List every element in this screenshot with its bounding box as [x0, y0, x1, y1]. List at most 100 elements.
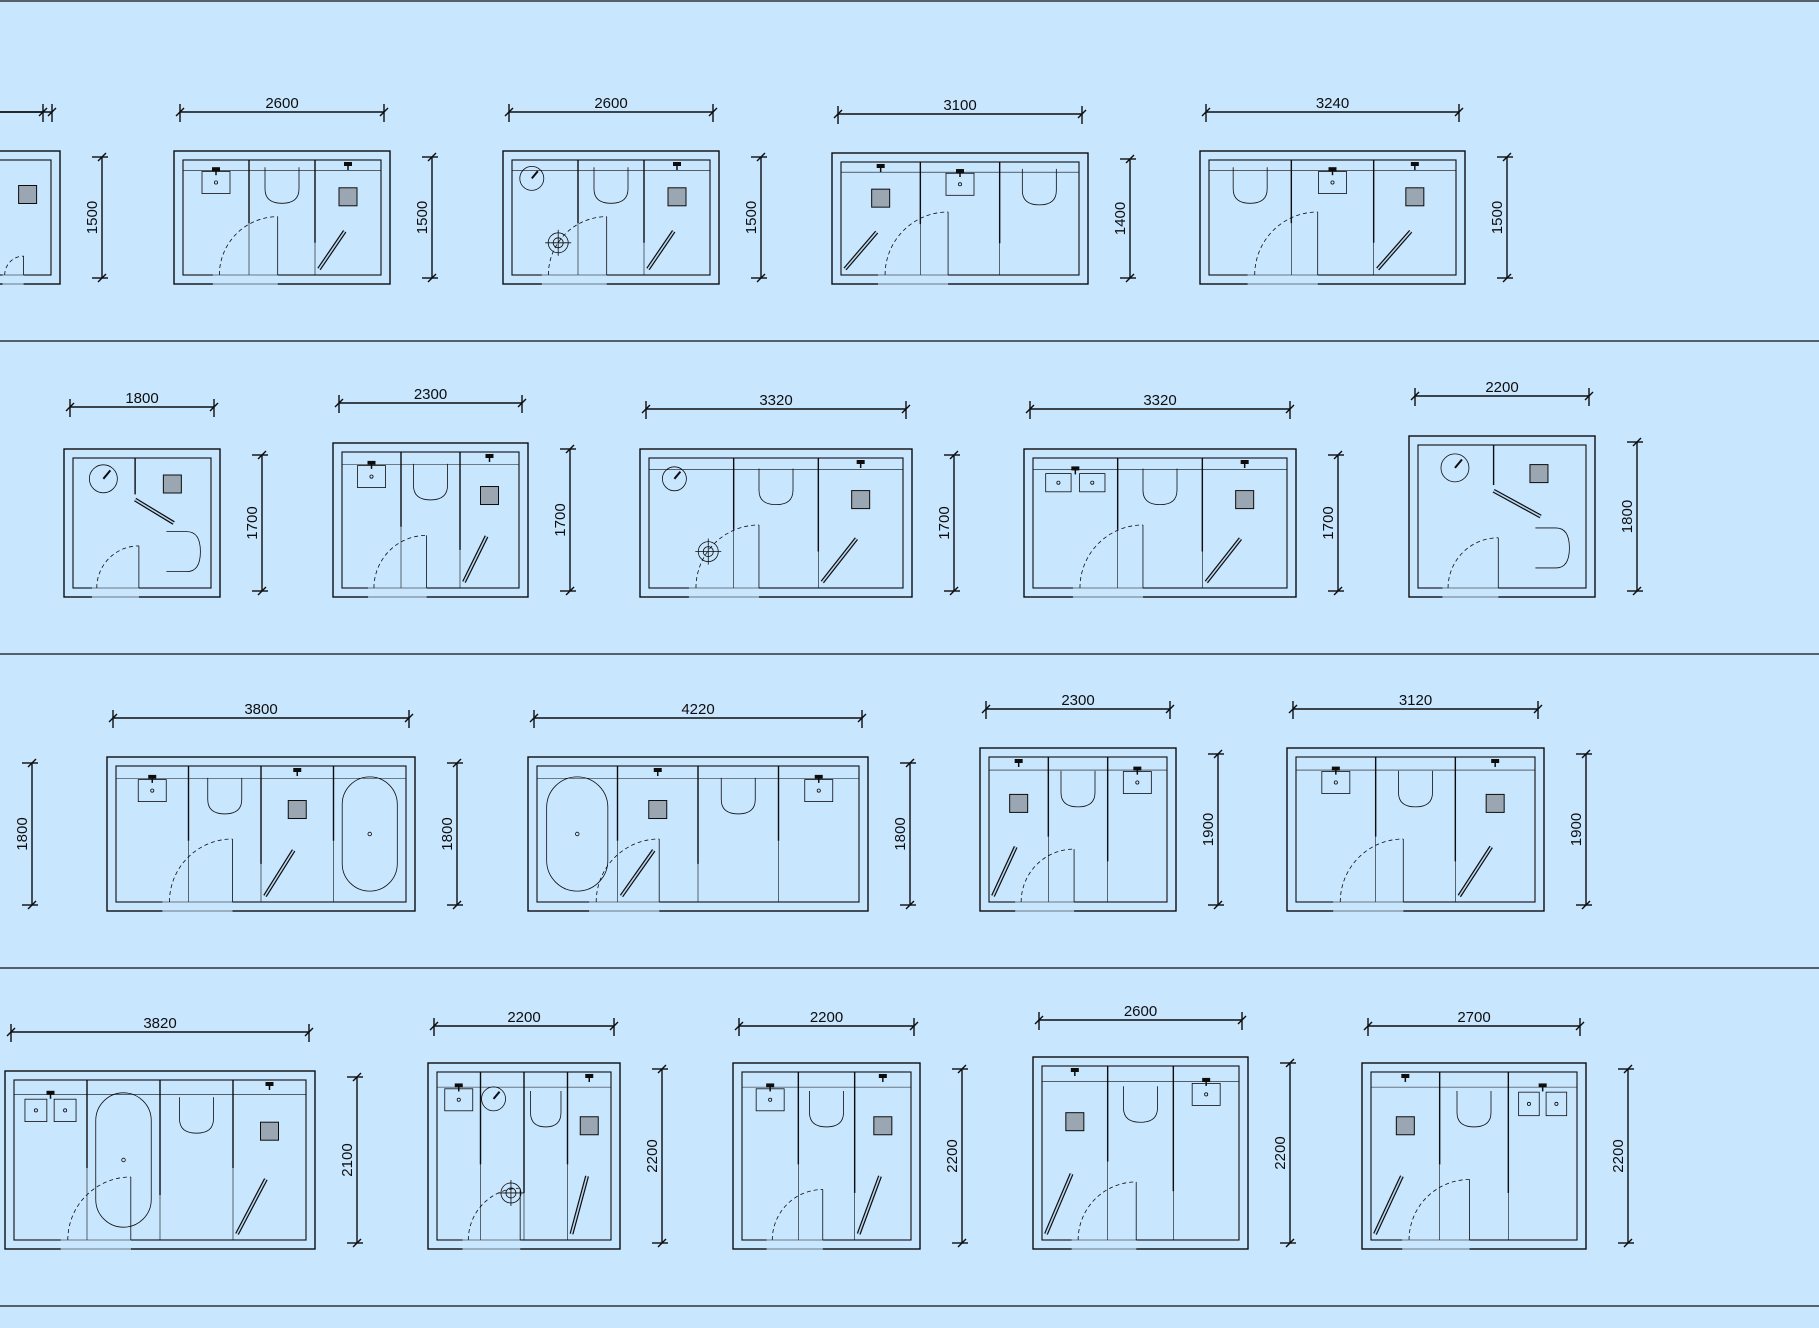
bathtub-icon: [546, 776, 609, 892]
height-dimension-label: 2100: [339, 1143, 356, 1176]
dimension-slash: [1165, 704, 1175, 714]
glass-door-inner: [1045, 1173, 1073, 1235]
toilet-icon: [1021, 168, 1057, 206]
dimension-slash: [1237, 1015, 1247, 1025]
width-dimension-label: 2200: [810, 1009, 843, 1026]
width-dimension-label: 2700: [1457, 1009, 1490, 1026]
outer-wall: [1023, 448, 1297, 598]
dimension-slash: [352, 1072, 362, 1082]
entrance-gap: [1247, 274, 1318, 285]
bathroom-plan-r1p0: 1500: [0, 104, 108, 285]
dimension-slash: [1533, 704, 1543, 714]
basin-tap: [492, 1091, 501, 1100]
glass-door-inner: [264, 849, 295, 897]
height-dimension-label: 1700: [244, 506, 261, 539]
round-basin-icon: [88, 464, 118, 494]
floor-drain-icon: [287, 800, 307, 820]
width-dimension-label: 2200: [507, 1009, 540, 1026]
height-dimension-label: 2200: [644, 1139, 661, 1172]
basin-tap: [1454, 458, 1463, 469]
dimension-slash: [957, 1064, 967, 1074]
outer-wall: [1361, 1062, 1587, 1250]
door-swing-arc: [467, 1187, 521, 1241]
bathroom-plan-r4p1: 2200 2200: [427, 1009, 668, 1250]
vanity-basin-icon: [1079, 473, 1106, 493]
glass-door-inner: [992, 846, 1017, 897]
dimension-slash: [957, 1238, 967, 1248]
door-swing-arc: [1077, 1181, 1137, 1241]
basin-drain: [1330, 180, 1335, 185]
door-swing-arc: [1020, 848, 1075, 903]
dimension-slash: [657, 1064, 667, 1074]
dimension-slash: [1125, 154, 1135, 164]
toilet-icon: [1535, 527, 1570, 569]
width-dimension-label: 2300: [414, 386, 447, 403]
floor-drain-icon: [1235, 490, 1255, 510]
dimension-slash: [1502, 273, 1512, 283]
height-dimension-label: 1700: [552, 503, 569, 536]
inner-wall: [1370, 1071, 1578, 1241]
dimension-slash: [609, 1021, 619, 1031]
basin-tap: [673, 470, 682, 480]
basin-drain: [768, 1097, 773, 1102]
width-dimension-label: 2600: [1124, 1003, 1157, 1020]
vanity-basin-icon: [1545, 1091, 1568, 1117]
inner-wall: [840, 161, 1080, 276]
basin-drain: [150, 788, 155, 793]
glass-door-inner: [134, 498, 175, 524]
basin-tap: [531, 170, 539, 180]
height-dimension-label: 1800: [892, 817, 909, 850]
floor-drain-icon: [480, 486, 499, 506]
dimension-slash: [905, 900, 915, 910]
width-dimension-label: 2300: [1061, 692, 1094, 709]
dimension-slash: [905, 758, 915, 768]
door-swing-arc: [96, 545, 139, 589]
dimension-slash: [404, 713, 414, 723]
outer-wall: [63, 448, 221, 598]
round-basin-icon: [1440, 453, 1470, 483]
inner-wall: [1032, 457, 1288, 589]
dimension-slash: [949, 586, 959, 596]
bathroom-plan-r3p0: 1800: [14, 758, 38, 910]
outer-wall: [1286, 747, 1545, 912]
bath-drain: [575, 831, 580, 837]
floor-drain-icon: [667, 187, 687, 207]
dimension-slash: [6, 1027, 16, 1037]
basin-drain: [1333, 780, 1338, 785]
outer-wall: [639, 448, 913, 598]
toilet-icon: [413, 463, 448, 501]
dimension-slash: [175, 107, 185, 117]
floor-drain-icon: [1405, 187, 1425, 207]
plans-layer: 1500260015002600150031001400324015001800…: [0, 95, 1643, 1250]
door-swing-arc: [1079, 524, 1143, 589]
dimension-slash: [901, 404, 911, 414]
height-dimension-label: 2200: [1272, 1136, 1289, 1169]
inner-wall: [72, 457, 212, 589]
toilet-icon: [530, 1090, 562, 1128]
toilet-icon: [1456, 1090, 1492, 1128]
dimension-slash: [257, 450, 267, 460]
dimension-slash: [1125, 273, 1135, 283]
basin-drain: [369, 474, 374, 479]
entrance-gap: [368, 587, 427, 598]
glass-door-inner: [1374, 1175, 1403, 1235]
glass-door-inner: [1205, 538, 1242, 583]
glass-door-inner: [318, 230, 346, 270]
dimension-slash: [1584, 391, 1594, 401]
dimension-slash: [1285, 404, 1295, 414]
outer-wall: [173, 150, 391, 285]
inner-wall: [741, 1071, 912, 1241]
glass-door-inner: [463, 535, 488, 583]
width-dimension-label: 3100: [943, 97, 976, 114]
bathtub-icon: [341, 776, 398, 892]
dimension-slash: [97, 152, 107, 162]
round-basin-icon: [481, 1086, 506, 1112]
